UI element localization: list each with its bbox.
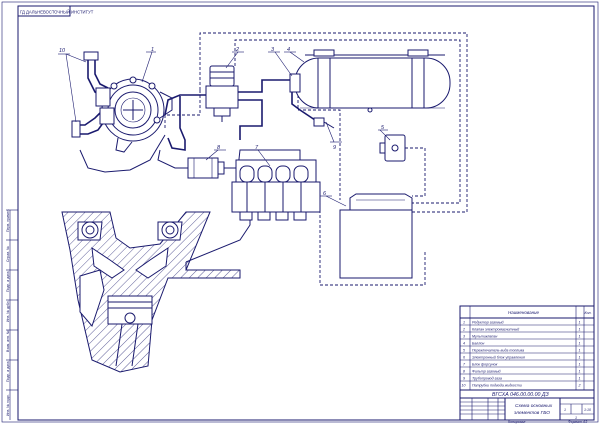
callout-8: 8 (217, 145, 221, 151)
callout-7: 7 (255, 145, 259, 151)
callout-2: 2 (235, 47, 239, 53)
drawing-title-line1: Схема основных (515, 403, 553, 409)
callout-6: 6 (323, 191, 327, 197)
row-number: 6 (463, 356, 465, 360)
row-name: Блок форсунок (472, 363, 498, 367)
row-name: Патрубки подвода жидкости (472, 384, 522, 388)
solenoid-valve (205, 65, 239, 122)
margin-label: Инв. № дубл. (6, 300, 10, 322)
row-number: 9 (463, 377, 465, 381)
row-qty: 1 (579, 342, 581, 346)
row-qty: 2 (578, 384, 581, 388)
row-qty: 1 (579, 370, 581, 374)
callout-1: 1 (151, 47, 154, 53)
row-number: 8 (463, 370, 465, 374)
footer-format: Формат А3 (568, 420, 587, 424)
row-qty: 1 (579, 363, 581, 367)
row-number: 3 (463, 335, 465, 339)
row-number: 4 (463, 342, 465, 346)
callout-3: 3 (271, 47, 275, 53)
footer: Копировал Формат А3 (508, 420, 587, 424)
row-name: Трубопровод газа (472, 377, 502, 381)
margin-label: Подп. и дата (6, 271, 10, 292)
footer-copy: Копировал (508, 420, 525, 424)
corner-stamp: ГД ДАЛЬНЕВОСТОЧНЫЙ ИНСТИТУТ (17, 5, 94, 17)
callouts: 1 2 3 4 5 6 7 8 9 10 (58, 47, 391, 207)
row-number: 10 (462, 384, 466, 388)
row-number: 2 (462, 328, 465, 332)
row-name: Клапан электромагнитный (472, 328, 519, 332)
row-qty: 1 (579, 328, 581, 332)
row-number: 7 (463, 363, 466, 367)
electronic-control-unit (339, 193, 413, 279)
margin-label: Подп. и дата (6, 361, 10, 382)
row-qty: 1 (579, 321, 581, 325)
row-name: Баллон (472, 342, 484, 346)
row-number: 1 (463, 321, 465, 325)
row-name: Электронный блок управления (472, 356, 525, 360)
row-name: Переключатель вида топлива (472, 349, 524, 353)
callout-9: 9 (333, 145, 336, 151)
drawing-scale: 1:10 (584, 408, 591, 412)
parts-table: Наименование Кол. 1 Редуктор газовый 1 2… (459, 305, 595, 391)
callout-4: 4 (287, 47, 290, 53)
row-name: Фильтр газовый (472, 370, 501, 374)
sheets-total: 1 (575, 416, 577, 420)
row-name: Мультиклапан (472, 335, 497, 339)
pipe-fitting (313, 117, 335, 129)
row-qty: 1 (579, 349, 581, 353)
row-number: 5 (463, 349, 465, 353)
row-name: Редуктор газовый (472, 321, 504, 325)
gas-reducer (95, 76, 173, 153)
engine-section (61, 211, 241, 373)
row-qty: 1 (579, 356, 581, 360)
margin-label: Взам. инв. № (6, 330, 10, 352)
sheet-number: 1 (564, 408, 566, 412)
row-qty: 1 (579, 335, 581, 339)
callout-10: 10 (59, 48, 66, 54)
row-qty: 1 (579, 377, 581, 381)
gas-filter (187, 157, 225, 179)
gas-tank (289, 49, 451, 113)
drawing-code: ВГСХА 046.00.00.00 ДЗ (492, 392, 549, 398)
margin-label: Перв. примен. (6, 209, 10, 232)
corner-stamp-text: ГД ДАЛЬНЕВОСТОЧНЫЙ ИНСТИТУТ (20, 10, 94, 15)
title-block: ВГСХА 046.00.00.00 ДЗ Схема основных эле… (459, 389, 595, 421)
table-header-qty: Кол. (585, 311, 592, 315)
fuel-switch (379, 134, 406, 162)
left-margin-labels: Перв. примен. Справ. № Подп. и дата Инв.… (6, 209, 10, 416)
table-header-name: Наименование (508, 310, 540, 315)
margin-label: Инв. № подл. (6, 394, 10, 416)
callout-5: 5 (381, 125, 385, 131)
margin-label: Справ. № (6, 246, 10, 262)
injector-rail (231, 159, 321, 221)
drawing-title-line2: элементов ГБО (514, 410, 550, 416)
